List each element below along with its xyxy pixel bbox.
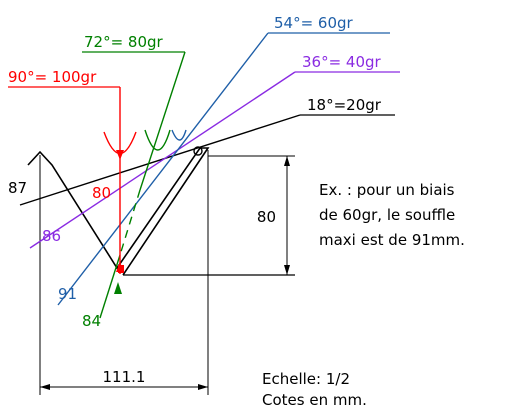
note-line-1: Ex. : pour un biais xyxy=(319,181,455,199)
dim-arrow-down xyxy=(284,265,290,275)
contact-point xyxy=(193,146,203,156)
wire-mark-blue xyxy=(171,129,187,141)
line-18deg xyxy=(19,114,301,206)
length-86: 86 xyxy=(42,227,61,245)
line-72deg-lower xyxy=(99,254,121,319)
note-line-3: maxi est de 91mm. xyxy=(319,231,465,249)
length-87: 87 xyxy=(8,179,27,197)
note-line-2: de 60gr, le souffle xyxy=(319,206,455,224)
label-54deg: 54°= 60gr xyxy=(274,14,354,32)
length-84: 84 xyxy=(82,312,101,330)
arrow-90deg xyxy=(116,150,124,160)
line-72deg-hidden xyxy=(119,189,141,256)
line-36deg xyxy=(29,71,296,249)
line-54deg xyxy=(57,32,269,306)
dim-height-label: 80 xyxy=(257,208,276,226)
bottom-marker xyxy=(118,265,124,273)
scale-line-1: Echelle: 1/2 xyxy=(262,370,350,388)
length-80-red: 80 xyxy=(92,184,111,202)
wire-mark-green xyxy=(144,129,171,151)
length-91: 91 xyxy=(58,285,77,303)
line-72deg-upper xyxy=(139,51,186,191)
wire-mark-red xyxy=(103,131,137,154)
arrow-72deg xyxy=(114,282,122,294)
label-72deg: 72°= 80gr xyxy=(84,33,164,51)
label-36deg: 36°= 40gr xyxy=(302,53,382,71)
label-90deg: 90°= 100gr xyxy=(8,68,97,86)
label-18deg: 18°=20gr xyxy=(307,96,382,114)
dim-arrow-right xyxy=(198,384,208,390)
dim-width-label: 111.1 xyxy=(103,368,146,386)
scale-line-2: Cotes en mm. xyxy=(262,391,367,409)
dim-arrow-up xyxy=(284,156,290,166)
thread-profile xyxy=(27,147,210,276)
dim-arrow-left xyxy=(40,384,50,390)
